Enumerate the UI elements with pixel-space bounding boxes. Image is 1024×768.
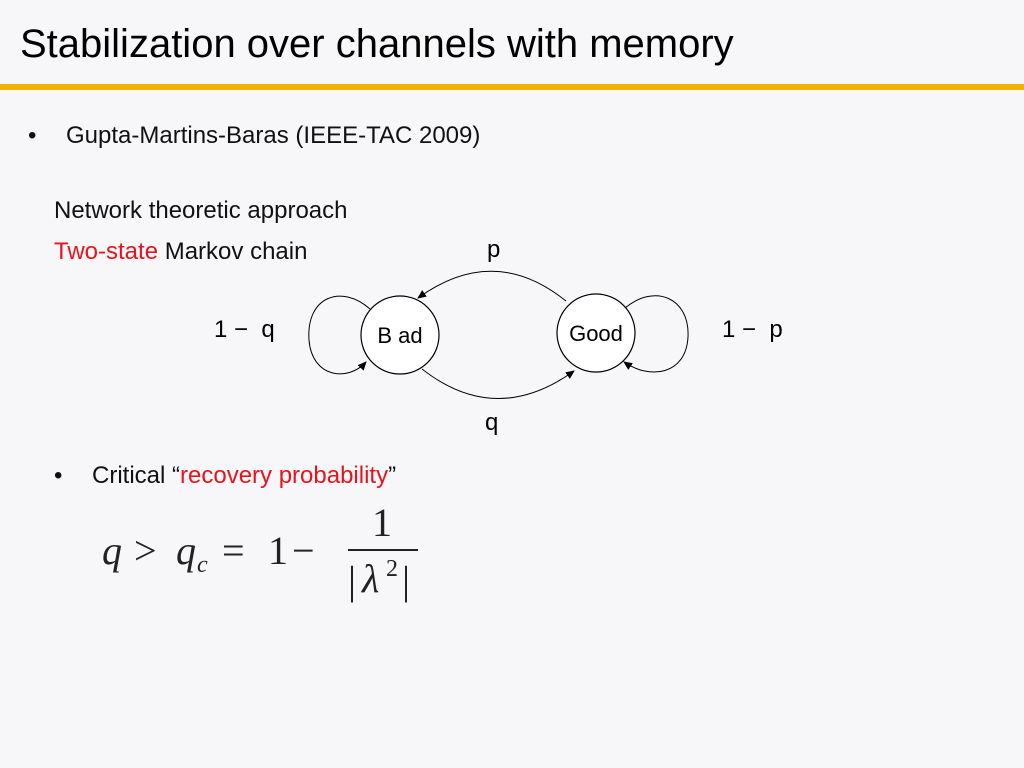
recovery-suffix: ”	[388, 462, 397, 489]
formula-exponent: 2	[386, 556, 398, 582]
markov-chain-text: Markov chain	[158, 238, 308, 265]
approach-line: Network theoretic approach	[54, 197, 348, 224]
edge-label-q: q	[485, 409, 498, 436]
state-bad-label: B ad	[377, 323, 422, 348]
state-bad-node	[360, 295, 440, 375]
formula-lambda: λ	[361, 556, 379, 601]
title-underline	[0, 84, 1024, 90]
bullet-dot: •	[28, 122, 37, 149]
formula-one: 1	[268, 528, 288, 573]
formula-numerator: 1	[372, 500, 392, 545]
recovery-highlight: recovery probability	[180, 462, 389, 489]
self-loop-good	[623, 295, 689, 373]
formula-abs-open: |	[348, 558, 356, 603]
transition-good-to-bad	[417, 270, 567, 302]
formula-abs-close: |	[402, 558, 410, 603]
two-state-highlight: Two-state	[54, 238, 159, 265]
bullet-dot: •	[54, 462, 63, 489]
transition-bad-to-good	[421, 368, 575, 399]
edge-label-p: p	[487, 236, 500, 263]
formula-subscript-c: c	[197, 552, 208, 578]
formula-minus: −	[292, 528, 315, 573]
self-loop-bad	[308, 295, 371, 375]
state-good-label: Good	[569, 321, 623, 346]
formula-q-critical: q	[176, 528, 196, 573]
markov-chain-line: Two-state Markov chain	[54, 237, 307, 267]
critical-probability-formula: q > q c = 1 − 1 | λ 2 |	[102, 500, 418, 603]
formula-q: q	[102, 528, 122, 573]
state-good-node	[556, 293, 636, 373]
formula-equals: =	[222, 528, 245, 573]
recovery-text: Critical “recovery probability”	[92, 461, 396, 491]
edge-label-one-minus-p: 1 − p	[722, 316, 783, 343]
formula-greater-than: >	[134, 528, 157, 573]
citation-text: Gupta-Martins-Baras (IEEE-TAC 2009)	[66, 122, 481, 149]
slide-title: Stabilization over channels with memory	[20, 22, 734, 66]
edge-label-one-minus-q: 1 − q	[214, 316, 275, 343]
recovery-prefix: Critical “	[92, 462, 180, 489]
